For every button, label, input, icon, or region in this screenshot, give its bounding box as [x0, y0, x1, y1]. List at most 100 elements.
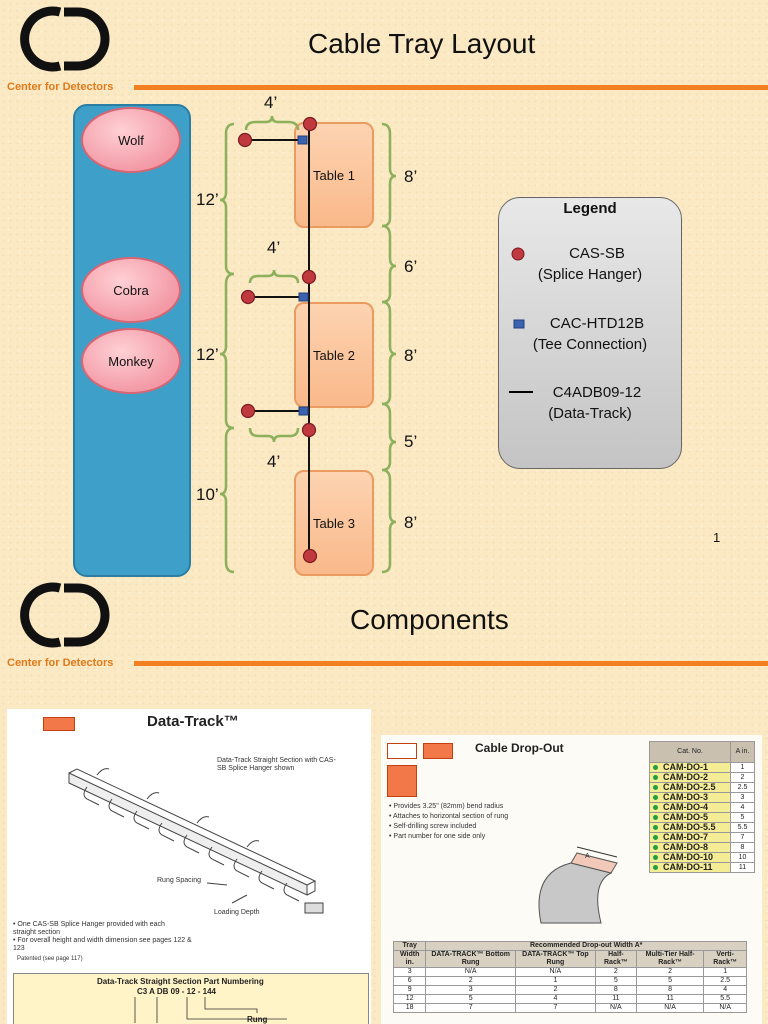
dim-right-1: 8’: [404, 167, 418, 186]
table-cell: CAM-DO-11: [649, 862, 731, 873]
catalog-header: Cat. No.: [649, 741, 731, 763]
dropout-drawing: [538, 846, 618, 924]
table-header: Tray: [392, 941, 427, 951]
data-track-line-icon: [509, 391, 533, 393]
table-cell: CAM-DO-4: [649, 802, 731, 813]
dim-right-5: 8’: [404, 513, 418, 532]
table-cell: CAM-DO-2.5: [649, 782, 731, 793]
table-cell: 11: [729, 862, 756, 873]
table-cell: CAM-DO-7: [649, 832, 731, 843]
cfd-logo-icon: [20, 6, 110, 72]
table-header: Multi-Tier Half-Rack™: [635, 950, 705, 968]
dropout-bullet-1: • Provides 3.25" (82mm) bend radius: [389, 803, 504, 810]
dim-left-2: 12’: [196, 345, 219, 364]
dim-branch-1: 4’: [264, 93, 278, 112]
table-header: Width in.: [392, 950, 427, 968]
dim-right-2: 6’: [404, 257, 418, 276]
table-header: Half-Rack™: [594, 950, 637, 968]
data-track-bullet-1: • One CAS-SB Splice Hanger provided with…: [13, 921, 165, 936]
label-loading-depth: Loading Depth: [214, 909, 260, 916]
recommended-width-table: Tray Recommended Drop-out Width A* Width…: [392, 941, 747, 1013]
label-rung-spacing: Rung Spacing: [157, 877, 201, 884]
table-cell: 3: [729, 792, 756, 803]
table-cell: 10: [729, 852, 756, 863]
table-cell: 8: [729, 842, 756, 853]
room-wolf: Wolf: [81, 107, 181, 173]
catalog-header: A in.: [729, 741, 756, 763]
part-numbering-box: [13, 973, 369, 1024]
legend-item-1-line2: (Splice Hanger): [537, 266, 643, 283]
cfd-logo-icon: [20, 582, 110, 648]
part-numbering-title: Data-Track Straight Section Part Numberi…: [97, 977, 264, 986]
table-cell: 1: [729, 762, 756, 773]
patented-note: Patented (see page 117): [17, 956, 83, 962]
part-label-rung: Rung: [247, 1015, 268, 1024]
dropout-bullet-3: • Self-drilling screw included: [389, 823, 477, 830]
data-track-caption: Data-Track Straight Section with CAS-SB …: [217, 757, 336, 772]
table-header: Recommended Drop-out Width A*: [425, 941, 747, 951]
tee-connection-icon: [513, 319, 525, 329]
data-track-title: Data-Track™: [147, 713, 239, 730]
dropout-bullet-4: • Part number for one side only: [389, 833, 486, 840]
table-header: DATA-TRACK™ Top Rung: [514, 950, 596, 968]
splice-hanger-icon: [511, 247, 525, 261]
table-header: DATA-TRACK™ Bottom Rung: [425, 950, 516, 968]
legend-title: Legend: [563, 200, 617, 217]
room-cobra: Cobra: [81, 257, 181, 323]
table-cell: 5: [729, 812, 756, 823]
data-track-sheet: Data-Track™ Data-Track Straight Section …: [7, 709, 371, 1024]
table-cell: CAM-DO-8: [649, 842, 731, 853]
page-number: 1: [713, 530, 721, 545]
tray-diagram: [219, 115, 397, 574]
part-number-example: C3 A DB 09 - 12 - 144: [137, 987, 216, 996]
header-rule: [134, 661, 768, 666]
table-cell: CAM-DO-10: [649, 852, 731, 863]
legend-item-2-line1: CAC-HTD12B: [549, 315, 645, 332]
dim-branch-2: 4’: [267, 238, 281, 257]
table-cell: CAM-DO-1: [649, 762, 731, 773]
logo-text: Center for Detectors: [7, 657, 114, 669]
cable-dropout-sheet: Cable Drop-Out • Provides 3.25" (82mm) b…: [381, 735, 762, 1024]
dim-left-1: 12’: [196, 190, 219, 209]
tray-icon: [43, 717, 75, 731]
legend-item-3-line1: C4ADB09-12: [552, 384, 642, 401]
dim-left-3: 10’: [196, 485, 219, 504]
dim-a-label: A: [585, 853, 590, 860]
data-track-drawing: [68, 768, 324, 914]
dim-right-3: 8’: [404, 346, 418, 365]
legend-item-1-line1: CAS-SB: [569, 245, 625, 262]
part-number-brackets: [134, 997, 287, 1023]
table-cell: 2: [729, 772, 756, 783]
dropout-icon: [387, 765, 417, 797]
legend-item-3-line2: (Data-Track): [548, 405, 632, 422]
logo-text: Center for Detectors: [7, 81, 114, 93]
table-cell: CAM-DO-5.5: [649, 822, 731, 833]
data-track-bullet-2: • For overall height and width dimension…: [13, 937, 192, 952]
tray-icon: [423, 743, 453, 759]
header-rule: [134, 85, 768, 90]
slide-title: Cable Tray Layout: [308, 28, 536, 59]
dropout-bullet-2: • Attaches to horizontal section of rung: [389, 813, 509, 820]
legend-box: Legend CAS-SB (Splice Hanger) CAC-HTD12B…: [498, 197, 682, 469]
tray-icon: [387, 743, 417, 759]
table-cell: 5.5: [729, 822, 756, 833]
table-cell: 7: [729, 832, 756, 843]
slide-title: Components: [350, 604, 509, 635]
table-cell: 2.5: [729, 782, 756, 793]
table-cell: CAM-DO-3: [649, 792, 731, 803]
table-cell: CAM-DO-2: [649, 772, 731, 783]
dim-right-4: 5’: [404, 432, 418, 451]
table-cell: 4: [729, 802, 756, 813]
cable-dropout-title: Cable Drop-Out: [475, 741, 564, 755]
table-header: Verti-Rack™: [703, 950, 747, 968]
table-cell: CAM-DO-5: [649, 812, 731, 823]
table-2: Table 2: [294, 302, 374, 408]
legend-item-2-line2: (Tee Connection): [532, 336, 648, 353]
room-monkey: Monkey: [81, 328, 181, 394]
